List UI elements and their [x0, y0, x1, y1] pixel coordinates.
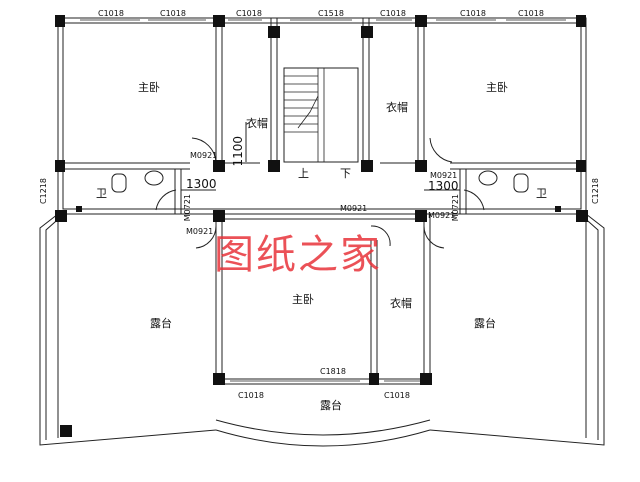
stair-label: 下 [340, 167, 351, 180]
dimension-label: 1100 [231, 136, 245, 167]
room-label: 露台 [474, 317, 496, 330]
window-label: C1218 [591, 178, 600, 204]
upper-inner-wall [62, 22, 582, 210]
watermark: 图纸之家 [214, 232, 382, 278]
door-label: M0721 [183, 194, 192, 222]
room-label: 主卧 [292, 293, 314, 306]
door-label: M0921 [430, 171, 458, 180]
room-label: 衣帽 [386, 101, 408, 114]
window-label: C1018 [236, 9, 262, 18]
window-label: C1018 [160, 9, 186, 18]
room-label: 主卧 [138, 81, 160, 94]
room-label: 露台 [320, 399, 342, 412]
window-label: C1018 [384, 391, 410, 400]
room-label: 卫 [96, 187, 107, 200]
room-label: 衣帽 [246, 117, 268, 130]
window-label: C1818 [320, 367, 346, 376]
door-label: M0921 [190, 151, 218, 160]
window-label: C1018 [238, 391, 264, 400]
dimension-label: 1300 [428, 179, 459, 193]
door-label: M0921 [186, 227, 214, 236]
window-label: C1518 [318, 9, 344, 18]
upper-outer-wall [57, 17, 587, 215]
room-label: 露台 [150, 317, 172, 330]
window-label: C1018 [98, 9, 124, 18]
window-label: C1018 [460, 9, 486, 18]
dimension-label: 1300 [186, 177, 217, 191]
door-label: M0921 [340, 204, 368, 213]
window-label: C1218 [39, 178, 48, 204]
room-label: 卫 [536, 187, 547, 200]
window-label: C1018 [380, 9, 406, 18]
room-label: 主卧 [486, 81, 508, 94]
door-label: M0921 [428, 211, 456, 220]
stair-label: 上 [298, 167, 309, 180]
window-label: C1018 [518, 9, 544, 18]
room-label: 衣帽 [390, 297, 412, 310]
